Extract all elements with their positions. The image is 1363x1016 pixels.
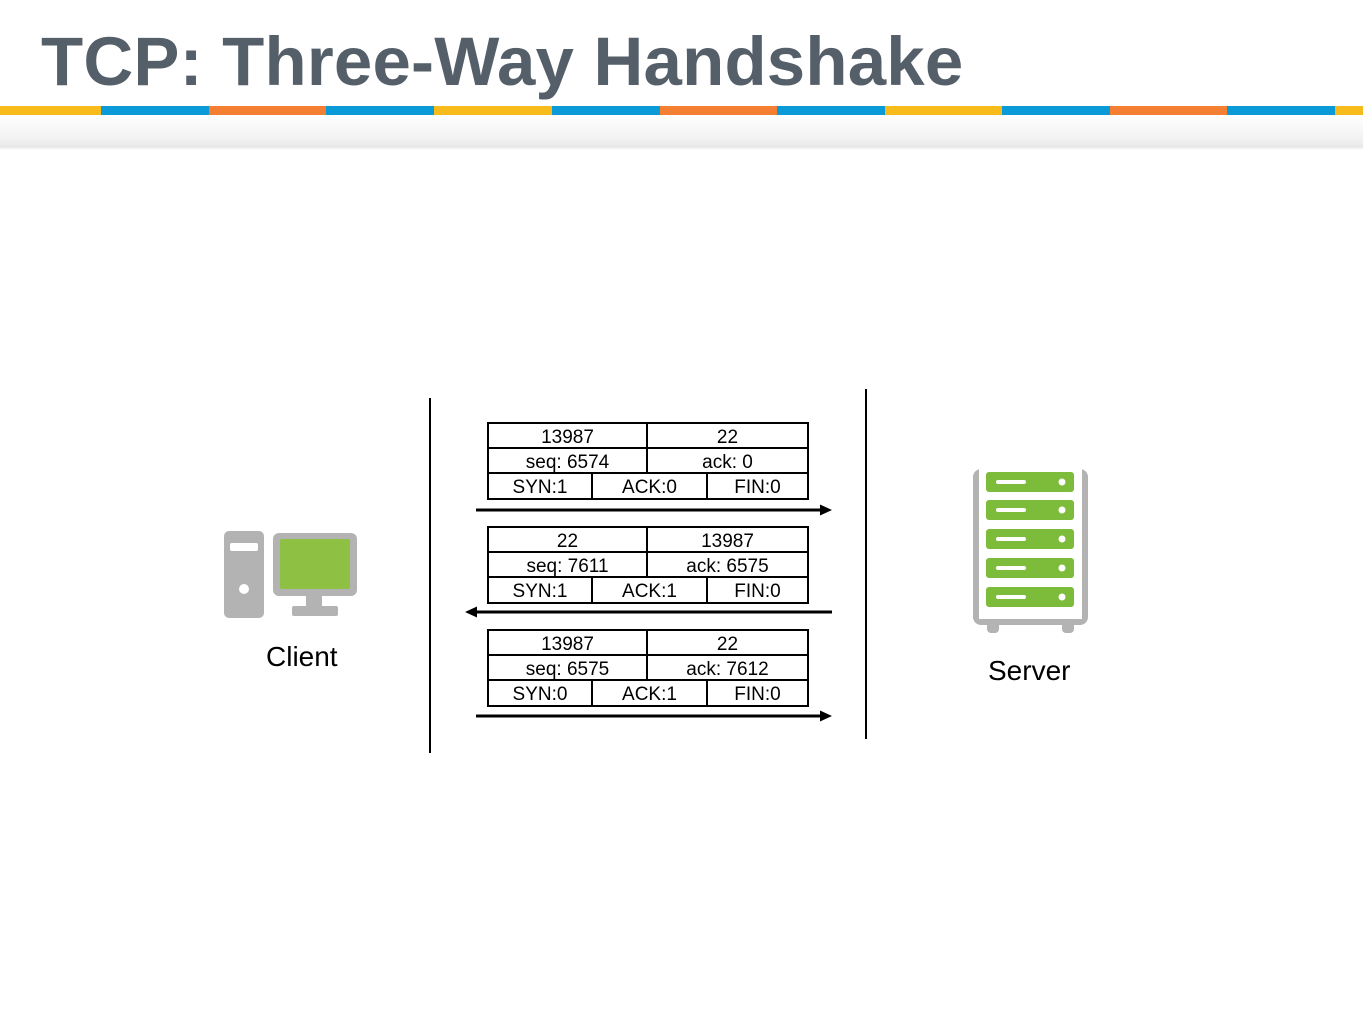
destination-port: 13987 (701, 530, 754, 552)
server-label: Server (988, 655, 1071, 686)
desktop-computer-icon (224, 531, 357, 618)
sequence-number: seq: 6575 (489, 656, 648, 679)
destination-port: 22 (716, 426, 739, 448)
ack-flag: ACK:0 (593, 474, 708, 498)
sequence-number: seq: 7611 (489, 553, 648, 576)
source-port: 13987 (489, 631, 648, 654)
ack-flag: ACK:1 (593, 681, 708, 705)
source-port: 22 (489, 528, 648, 551)
server-rack-icon (973, 469, 1088, 633)
fin-flag: FIN:0 (734, 581, 781, 602)
fin-flag: FIN:0 (734, 684, 781, 705)
packet-ack: 13987 22 seq: 6575 ack: 7612 SYN:0 ACK:1… (487, 629, 809, 707)
arrow-client-to-server-2 (476, 710, 832, 722)
packet-syn: 13987 22 seq: 6574 ack: 0 SYN:1 ACK:0 FI… (487, 422, 809, 500)
source-port: 13987 (489, 424, 648, 447)
header-color-stripe (0, 106, 1363, 115)
syn-flag: SYN:1 (489, 578, 593, 602)
header-shadow-edge (0, 146, 1363, 150)
syn-flag: SYN:1 (489, 474, 593, 498)
page-title: TCP: Three-Way Handshake (41, 23, 964, 100)
ack-flag: ACK:1 (593, 578, 708, 602)
client-label: Client (266, 641, 338, 672)
arrow-server-to-client (465, 606, 832, 618)
ack-number: ack: 0 (702, 451, 753, 473)
fin-flag: FIN:0 (734, 477, 781, 498)
ack-number: ack: 7612 (686, 658, 769, 680)
client-timeline (429, 398, 431, 753)
arrow-client-to-server-1 (476, 504, 832, 516)
ack-number: ack: 6575 (686, 555, 769, 577)
server-timeline (865, 389, 867, 739)
packet-syn-ack: 22 13987 seq: 7611 ack: 6575 SYN:1 ACK:1… (487, 526, 809, 604)
destination-port: 22 (716, 633, 739, 655)
syn-flag: SYN:0 (489, 681, 593, 705)
sequence-number: seq: 6574 (489, 449, 648, 472)
header-shadow (0, 115, 1363, 149)
